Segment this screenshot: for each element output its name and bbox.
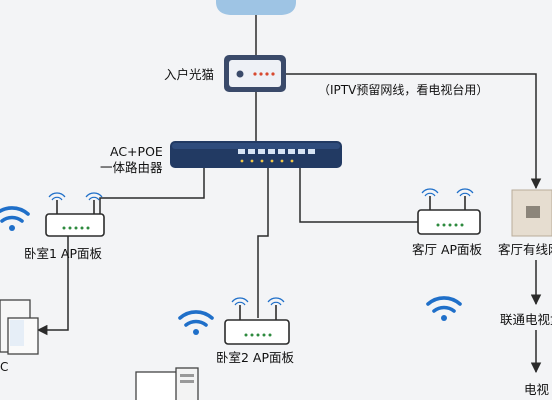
cloud-icon (216, 0, 296, 15)
iptv-note-label: （IPTV预留网线，看电视台用） (318, 83, 489, 97)
router-to-bedroom1-line (99, 168, 205, 218)
wall-socket-icon (511, 189, 552, 237)
ap-living-label: 客厅 AP面板 (412, 242, 483, 257)
modem-label: 入户光猫 (164, 67, 215, 82)
router-label-line2: 一体路由器 (100, 160, 163, 175)
router-label-line1: AC+POE (110, 144, 163, 159)
wifi-icon (0, 206, 30, 231)
router-to-living-line (299, 168, 418, 223)
iptv-line (286, 73, 542, 190)
computer-icon (135, 367, 199, 400)
modem-icon (224, 55, 286, 92)
ap-bedroom1-label: 卧室1 AP面板 (24, 246, 103, 261)
ap-panel-icon (45, 192, 105, 237)
tv-label: 电视 (524, 382, 550, 397)
living-wired-label: 客厅有线网 (498, 242, 552, 257)
ap-bedroom2-label: 卧室2 AP面板 (216, 350, 295, 365)
pc-partial-label: C (0, 360, 9, 374)
wifi-icon (178, 310, 214, 335)
router-icon (170, 141, 342, 168)
bedroom1-to-pc-line (36, 236, 69, 336)
router-to-bedroom2-line (257, 168, 269, 318)
computer-icon (0, 299, 39, 355)
wifi-icon (426, 296, 462, 321)
settop-box-label: 联通电视盒 (500, 312, 552, 327)
ap-panel-icon (417, 188, 481, 235)
connection-lines (36, 12, 542, 374)
ap-panel-icon (224, 297, 290, 345)
